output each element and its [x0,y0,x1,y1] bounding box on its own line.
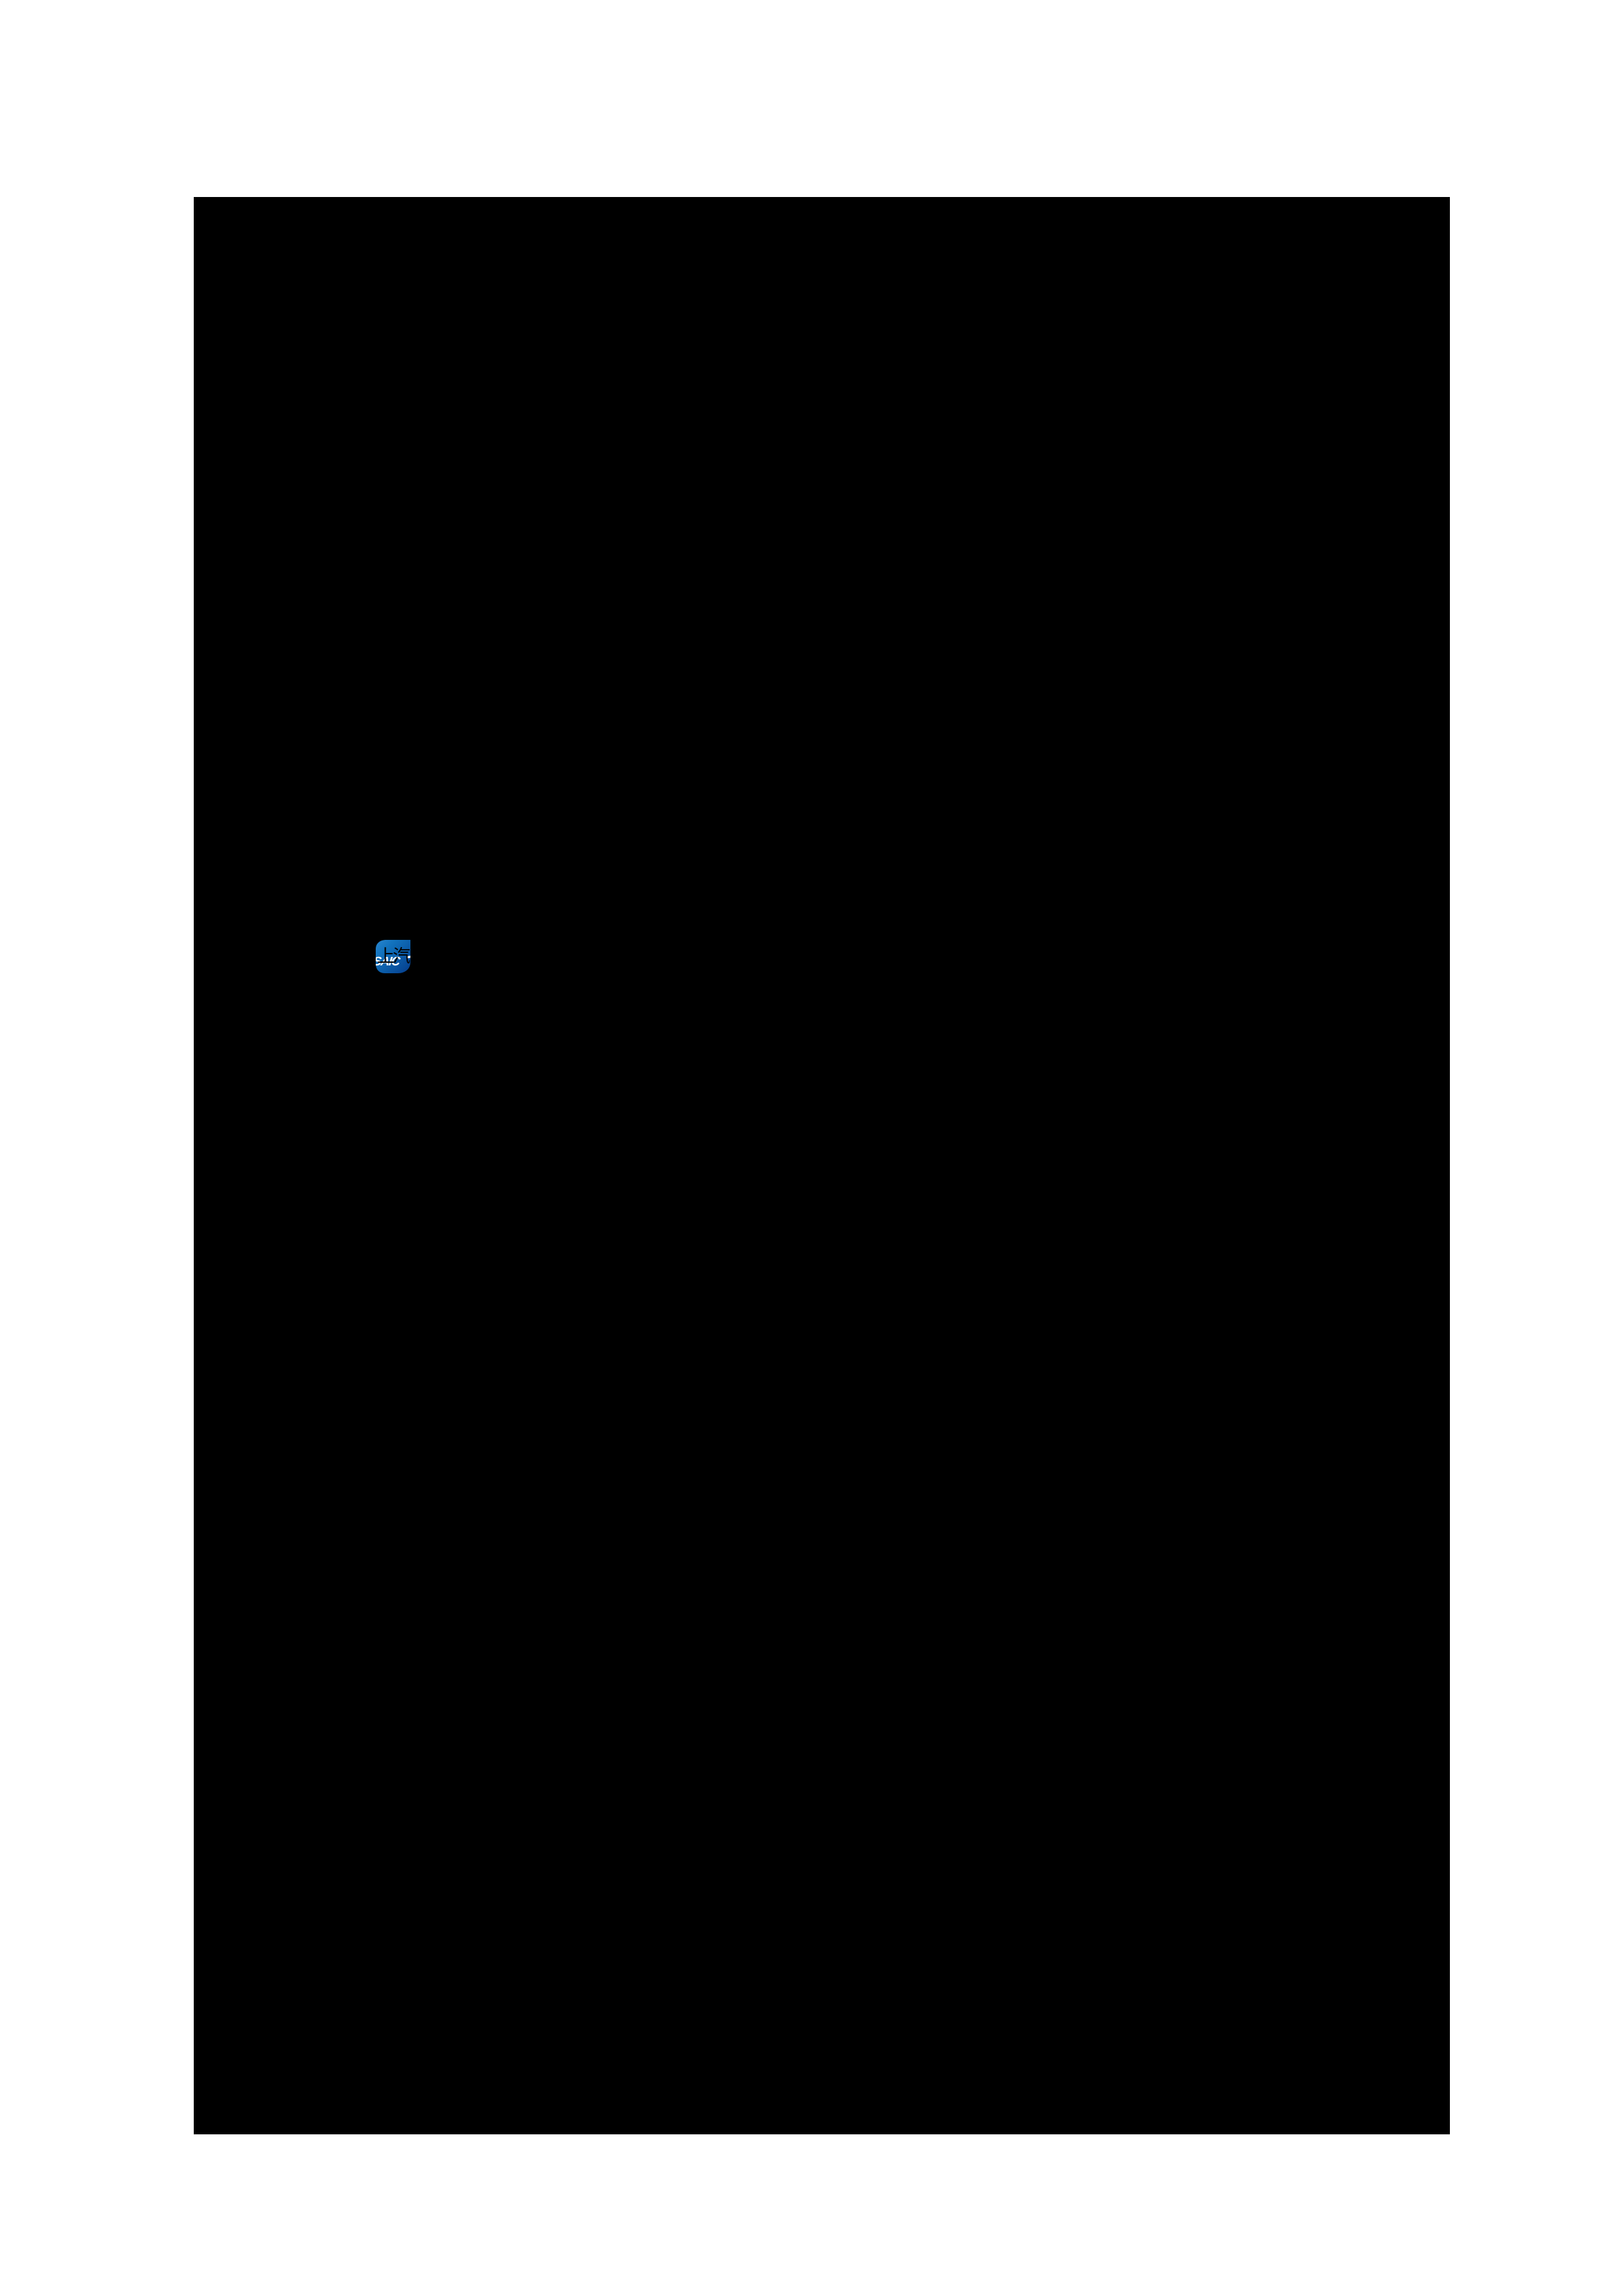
saic-logo: SAIC 上 汽 SAIC 上汽 [373,939,413,975]
logo-cjk-characters: 上 汽 [377,946,410,967]
svg-text:SAIC: SAIC [373,955,401,969]
redacted-content-area: SAIC 上 汽 SAIC 上汽 [194,197,1450,2134]
saic-logo-svg: SAIC 上 汽 [373,940,410,973]
logo-wordmark: SAIC [373,955,410,969]
logo-badge-shape [376,940,410,973]
svg-text:汽: 汽 [393,946,410,967]
svg-text:上: 上 [377,946,395,967]
